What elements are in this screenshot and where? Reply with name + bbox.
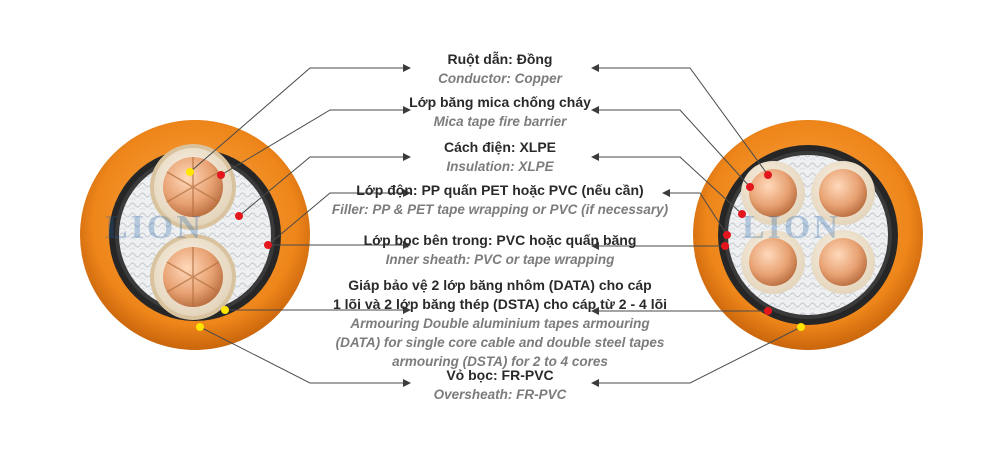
leader-conductor-right [591, 64, 769, 176]
label-oversheath-en: Oversheath: FR-PVC [433, 387, 567, 402]
label-inner-sheath-en: Inner sheath: PVC or tape wrapping [385, 252, 615, 267]
label-insulation-en: Insulation: XLPE [446, 159, 554, 174]
four-core-cable: LION [693, 120, 923, 350]
label-mica: Lớp băng mica chống cháy Mica tape fire … [300, 93, 700, 131]
label-inner-sheath: Lớp bọc bên trong: PVC hoặc quấn băng In… [300, 231, 700, 269]
label-armouring: Giáp bảo vệ 2 lớp băng nhôm (DATA) cho c… [300, 276, 700, 371]
pointer-dots-left [186, 168, 272, 331]
label-conductor: Ruột dẫn: Đồng Conductor: Copper [300, 50, 700, 88]
leader-insulation-left [238, 153, 411, 217]
label-armouring-en-3: armouring (DSTA) for 2 to 4 cores [392, 354, 608, 369]
leader-conductor-left [189, 64, 411, 173]
label-mica-en: Mica tape fire barrier [433, 114, 567, 129]
label-inner-sheath-vi: Lớp bọc bên trong: PVC hoặc quấn băng [363, 232, 637, 248]
pointer-dots-right [721, 171, 805, 331]
core-left-top [150, 144, 236, 230]
core-right-3 [741, 230, 805, 294]
leader-oversheath-right [591, 326, 802, 387]
label-conductor-en: Conductor: Copper [438, 71, 562, 86]
core-right-2 [811, 161, 875, 225]
leader-insulation-right [591, 153, 743, 215]
label-conductor-vi: Ruột dẫn: Đồng [447, 51, 553, 67]
core-right-4 [811, 230, 875, 294]
label-filler: Lớp độn: PP quấn PET hoặc PVC (nếu cần) … [290, 181, 710, 219]
watermark-left: LION [105, 209, 204, 246]
label-mica-vi: Lớp băng mica chống cháy [409, 94, 591, 110]
leader-lines-right [591, 64, 802, 387]
leader-filler-left [267, 189, 411, 246]
leader-mica-right [591, 106, 751, 188]
label-armouring-vi-1: Giáp bảo vệ 2 lớp băng nhôm (DATA) cho c… [348, 277, 652, 293]
label-oversheath-vi: Vỏ bọc: FR-PVC [446, 367, 554, 383]
watermark-right: LION [742, 209, 841, 246]
core-left-bottom [150, 234, 236, 320]
leader-mica-left [220, 106, 411, 176]
two-core-cable: LION [80, 120, 310, 350]
label-oversheath: Vỏ bọc: FR-PVC Oversheath: FR-PVC [300, 366, 700, 404]
label-armouring-vi-2: 1 lõi và 2 lớp băng thép (DSTA) cho cáp … [332, 296, 668, 312]
label-filler-en: Filler: PP & PET tape wrapping or PVC (i… [331, 202, 669, 217]
label-insulation: Cách điện: XLPE Insulation: XLPE [300, 138, 700, 176]
leader-oversheath-left [199, 326, 411, 387]
leader-filler-right [662, 189, 728, 236]
label-armouring-en-2: (DATA) for single core cable and double … [335, 335, 665, 350]
label-insulation-vi: Cách điện: XLPE [443, 139, 557, 155]
leader-lines-left [189, 64, 411, 387]
label-filler-vi: Lớp độn: PP quấn PET hoặc PVC (nếu cần) [356, 182, 644, 198]
label-armouring-en-1: Armouring Double aluminium tapes armouri… [350, 316, 650, 331]
core-right-1 [741, 161, 805, 225]
